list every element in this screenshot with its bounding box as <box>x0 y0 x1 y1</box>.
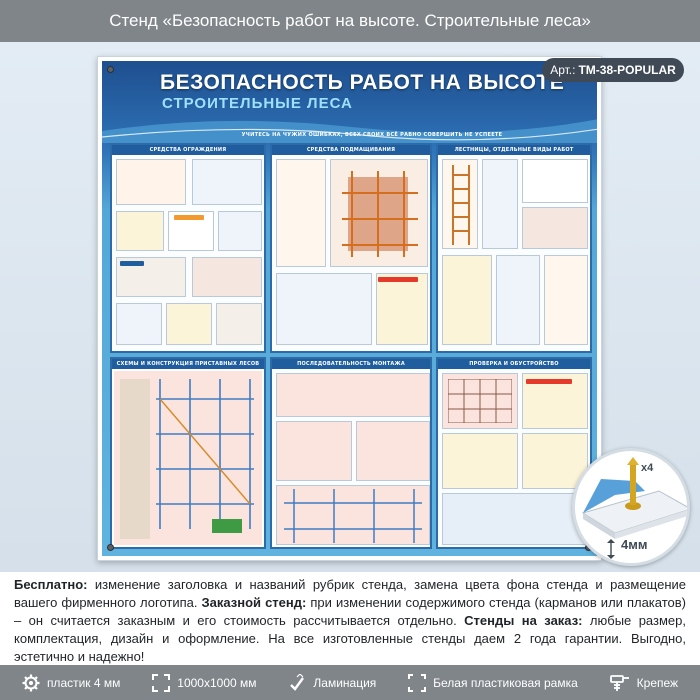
feature-size: 1000x1000 мм <box>152 673 257 692</box>
grid-illustration <box>448 379 512 423</box>
mount-icon <box>609 674 629 691</box>
header-bar: Стенд «Безопасность работ на высоте. Стр… <box>0 0 700 42</box>
panel-scaffolding-means: СРЕДСТВА ПОДМАЩИВАНИЯ <box>270 143 432 353</box>
panel-title: СРЕДСТВА ОГРАЖДЕНИЯ <box>112 145 264 155</box>
feature-label: Крепеж <box>636 675 679 690</box>
custom-text: при изменении содержимого стенда (карман… <box>14 595 686 628</box>
feature-label: Ламинация <box>313 675 377 690</box>
order-text: любые размер, комплектация, дизайн и офо… <box>14 613 686 664</box>
panel-thickness: 4мм <box>621 537 648 552</box>
panel-title: СХЕМЫ И КОНСТРУКЦИЯ ПРИСТАВНЫХ ЛЕСОВ <box>112 359 264 369</box>
panel-fencing: СРЕДСТВА ОГРАЖДЕНИЯ <box>110 143 266 353</box>
stand-slogan: УЧИТЕСЬ НА ЧУЖИХ ОШИБКАХ, ВСЕХ СВОИХ ВСЁ… <box>241 132 503 138</box>
panel-title: ЛЕСТНИЦЫ, ОТДЕЛЬНЫЕ ВИДЫ РАБОТ <box>438 145 590 155</box>
panel-inspection: ПРОВЕРКА И ОБУСТРОЙСТВО <box>436 357 592 549</box>
panel-illustrations <box>114 371 262 545</box>
mounting-illustration <box>581 457 687 559</box>
stand-bolt <box>107 544 114 551</box>
panel-title: ПРОВЕРКА И ОБУСТРОЙСТВО <box>438 359 590 369</box>
panel-illustrations <box>440 371 588 545</box>
screw-count: x4 <box>641 462 654 474</box>
free-text: изменение заголовка и названий рубрик ст… <box>14 577 686 610</box>
stand-poster: БЕЗОПАСНОСТЬ РАБОТ НА ВЫСОТЕ СТРОИТЕЛЬНЫ… <box>102 61 597 556</box>
expand-icon <box>152 673 171 692</box>
article-code: TM-38-POPULAR <box>578 63 676 77</box>
title-wave-decoration <box>102 119 597 143</box>
order-label: Стенды на заказ: <box>464 613 583 628</box>
stand-bolt <box>107 66 114 73</box>
stand-board: БЕЗОПАСНОСТЬ РАБОТ НА ВЫСОТЕ СТРОИТЕЛЬНЫ… <box>97 56 602 561</box>
panel-illustrations <box>114 157 262 349</box>
panel-title: СРЕДСТВА ПОДМАЩИВАНИЯ <box>272 145 430 155</box>
panel-scaffold-schemes: СХЕМЫ И КОНСТРУКЦИЯ ПРИСТАВНЫХ ЛЕСОВ <box>110 357 266 549</box>
scaffold-scheme-illustration <box>120 379 254 539</box>
panel-illustrations <box>274 371 430 545</box>
lamination-icon <box>290 673 305 691</box>
panel-ladders: ЛЕСТНИЦЫ, ОТДЕЛЬНЫЕ ВИДЫ РАБОТ <box>436 143 592 353</box>
page-title: Стенд «Безопасность работ на высоте. Стр… <box>109 11 591 30</box>
feature-label: Белая пластиковая рамка <box>433 675 578 690</box>
feature-label: 1000x1000 мм <box>177 675 257 690</box>
article-label: Арт.: <box>550 63 576 77</box>
feature-material: пластик 4 мм <box>22 674 120 692</box>
gear-icon <box>22 674 40 691</box>
custom-label: Заказной стенд: <box>201 595 307 610</box>
mounting-detail: x4 4мм <box>572 448 690 566</box>
frame-icon <box>408 673 427 692</box>
free-label: Бесплатно: <box>14 577 88 592</box>
panel-illustrations <box>440 157 588 349</box>
feature-mounting: Крепеж <box>609 674 679 692</box>
panel-title: ПОСЛЕДОВАТЕЛЬНОСТЬ МОНТАЖА <box>272 359 430 369</box>
feature-label: пластик 4 мм <box>46 675 121 690</box>
stand-subtitle: СТРОИТЕЛЬНЫЕ ЛЕСА <box>162 95 353 112</box>
ladder-illustration <box>452 165 470 245</box>
product-description: Бесплатно: изменение заголовка и названи… <box>14 576 686 666</box>
stand-title: БЕЗОПАСНОСТЬ РАБОТ НА ВЫСОТЕ <box>160 71 565 94</box>
article-badge: Арт.: TM-38-POPULAR <box>542 58 684 82</box>
scaffold-illustration <box>342 171 418 257</box>
product-image-area: БЕЗОПАСНОСТЬ РАБОТ НА ВЫСОТЕ СТРОИТЕЛЬНЫ… <box>0 42 700 572</box>
assembly-illustration <box>284 489 422 543</box>
feature-lamination: Ламинация <box>288 673 377 692</box>
features-bar: пластик 4 мм 1000x1000 мм Ламинация Бела… <box>0 665 700 700</box>
panel-assembly-sequence: ПОСЛЕДОВАТЕЛЬНОСТЬ МОНТАЖА <box>270 357 432 549</box>
panel-illustrations <box>274 157 428 349</box>
feature-frame: Белая пластиковая рамка <box>408 673 578 692</box>
